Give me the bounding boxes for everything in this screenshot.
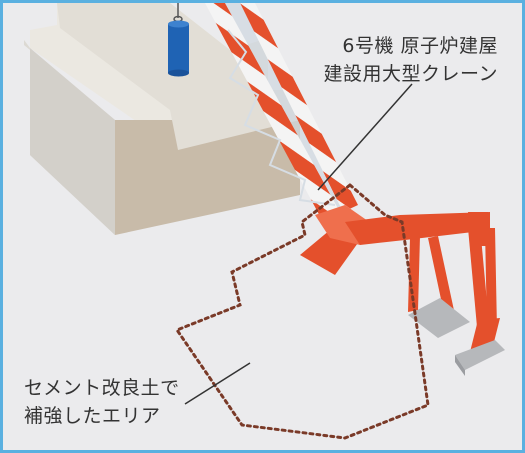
area-label-leader [184,362,251,405]
crane-outrigger-pad-left [408,298,470,338]
crane-boom [205,3,358,220]
boom-lattice-shadow [225,3,343,212]
building-front-face [115,120,300,235]
crane-label-line1: 6号機 原子炉建屋 [342,35,498,57]
area-label-line2: 補強したエリア [24,405,161,427]
area-label-line1: セメント改良土で [24,377,180,399]
blue-cylinder [168,3,189,77]
boom-right-chord [240,3,358,212]
cylinder-top [168,20,189,28]
boom-left-chord [205,3,340,220]
crane-outrigger-4 [485,228,497,332]
crane-outrigger-3 [468,226,490,338]
crane-outrigger-pad-right [455,340,505,370]
crane-label-leader [317,83,413,191]
cement-reinforced-area-outline [174,183,430,440]
cylinder-body [168,24,189,73]
boom-lattice-web [227,29,336,206]
crane-outrigger-2 [428,236,455,318]
cylinder-bottom [168,69,189,77]
crane-crawler-base [300,205,505,376]
building-side-face [30,48,115,235]
crane-outrigger-pad-right-edge [455,355,465,376]
crane-body-main [345,212,490,245]
crane-label-line2: 建設用大型クレーン [323,63,498,85]
reactor-building-block [24,3,300,235]
